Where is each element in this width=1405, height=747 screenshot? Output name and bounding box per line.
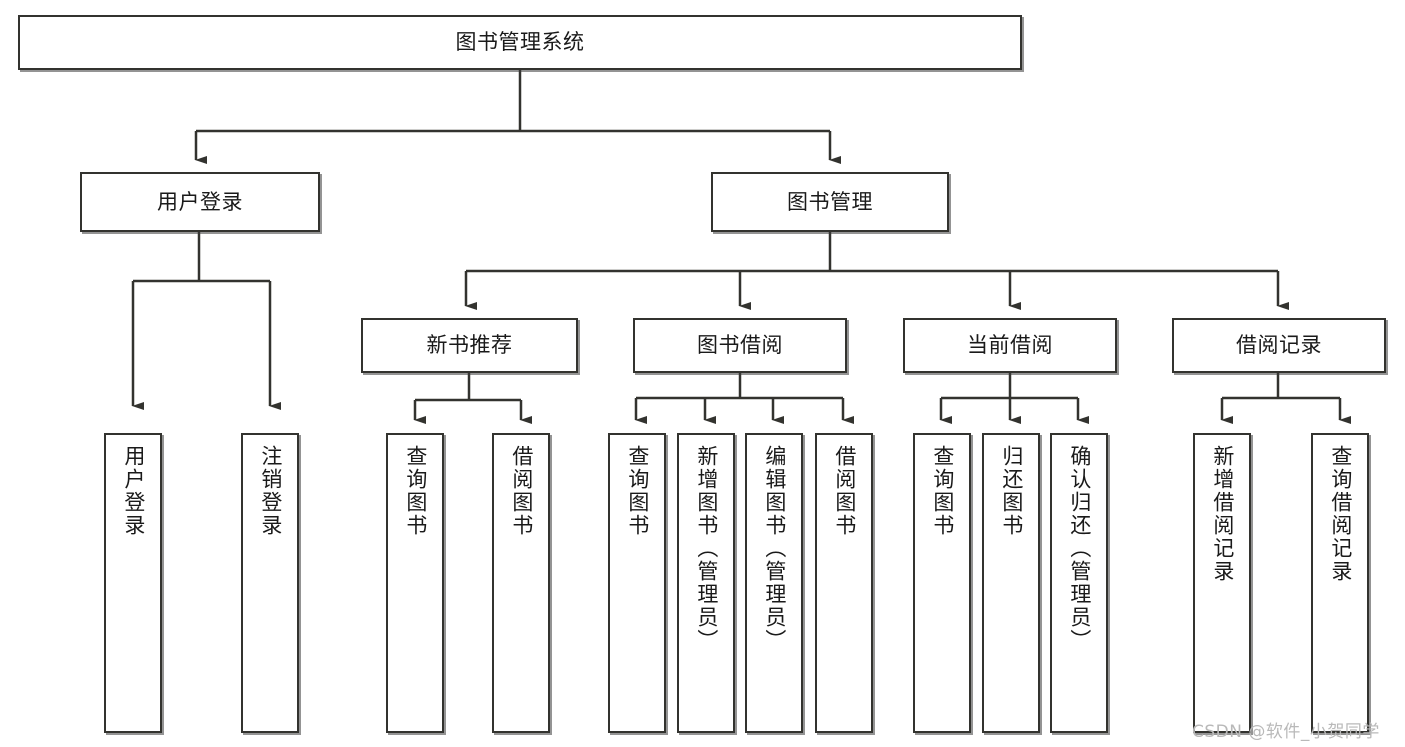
leaf-user-login-2[interactable]: 注销登录 (241, 433, 299, 733)
leaf-user-login-1-label: 用户登录 (121, 445, 146, 537)
node-current-borrow-label: 当前借阅 (967, 333, 1053, 358)
leaf-borrow-record-1-label: 新增借阅记录 (1210, 445, 1235, 583)
leaf-current-borrow-1-label: 查询图书 (930, 445, 955, 537)
leaf-book-borrow-1-label: 查询图书 (625, 445, 650, 537)
leaf-borrow-record-2-label: 查询借阅记录 (1328, 445, 1353, 583)
node-book-management[interactable]: 图书管理 (711, 172, 949, 232)
leaf-current-borrow-3[interactable]: 确认归还（管理员） (1050, 433, 1108, 733)
leaf-book-borrow-3[interactable]: 编辑图书（管理员） (745, 433, 803, 733)
leaf-current-borrow-1[interactable]: 查询图书 (913, 433, 971, 733)
leaf-book-borrow-4-label: 借阅图书 (832, 445, 857, 537)
node-root-book-management-system[interactable]: 图书管理系统 (18, 15, 1022, 70)
node-user-login-label: 用户登录 (157, 189, 243, 214)
leaf-current-borrow-2-label: 归还图书 (999, 445, 1024, 537)
leaf-book-borrow-3-label: 编辑图书（管理员） (762, 445, 787, 652)
leaf-book-borrow-4[interactable]: 借阅图书 (815, 433, 873, 733)
leaf-borrow-record-1[interactable]: 新增借阅记录 (1193, 433, 1251, 733)
leaf-book-borrow-2[interactable]: 新增图书（管理员） (677, 433, 735, 733)
leaf-new-book-2[interactable]: 借阅图书 (492, 433, 550, 733)
node-current-borrow[interactable]: 当前借阅 (903, 318, 1117, 373)
leaf-new-book-2-label: 借阅图书 (509, 445, 534, 537)
node-book-borrow-label: 图书借阅 (697, 333, 783, 358)
csdn-watermark: CSDN @软件_小贺同学 (1192, 722, 1380, 742)
leaf-user-login-1[interactable]: 用户登录 (104, 433, 162, 733)
leaf-current-borrow-3-label: 确认归还（管理员） (1067, 445, 1092, 652)
node-new-book-recommend-label: 新书推荐 (426, 333, 513, 358)
node-borrow-record-label: 借阅记录 (1236, 333, 1322, 358)
leaf-book-borrow-1[interactable]: 查询图书 (608, 433, 666, 733)
leaf-borrow-record-2[interactable]: 查询借阅记录 (1311, 433, 1369, 733)
node-book-management-label: 图书管理 (787, 189, 873, 214)
leaf-book-borrow-2-label: 新增图书（管理员） (694, 445, 719, 652)
node-new-book-recommend[interactable]: 新书推荐 (361, 318, 578, 373)
leaf-user-login-2-label: 注销登录 (258, 445, 283, 537)
node-borrow-record[interactable]: 借阅记录 (1172, 318, 1386, 373)
node-book-borrow[interactable]: 图书借阅 (633, 318, 847, 373)
node-user-login[interactable]: 用户登录 (80, 172, 320, 232)
node-root-label: 图书管理系统 (455, 30, 585, 55)
leaf-new-book-1[interactable]: 查询图书 (386, 433, 444, 733)
leaf-current-borrow-2[interactable]: 归还图书 (982, 433, 1040, 733)
leaf-new-book-1-label: 查询图书 (403, 445, 428, 537)
